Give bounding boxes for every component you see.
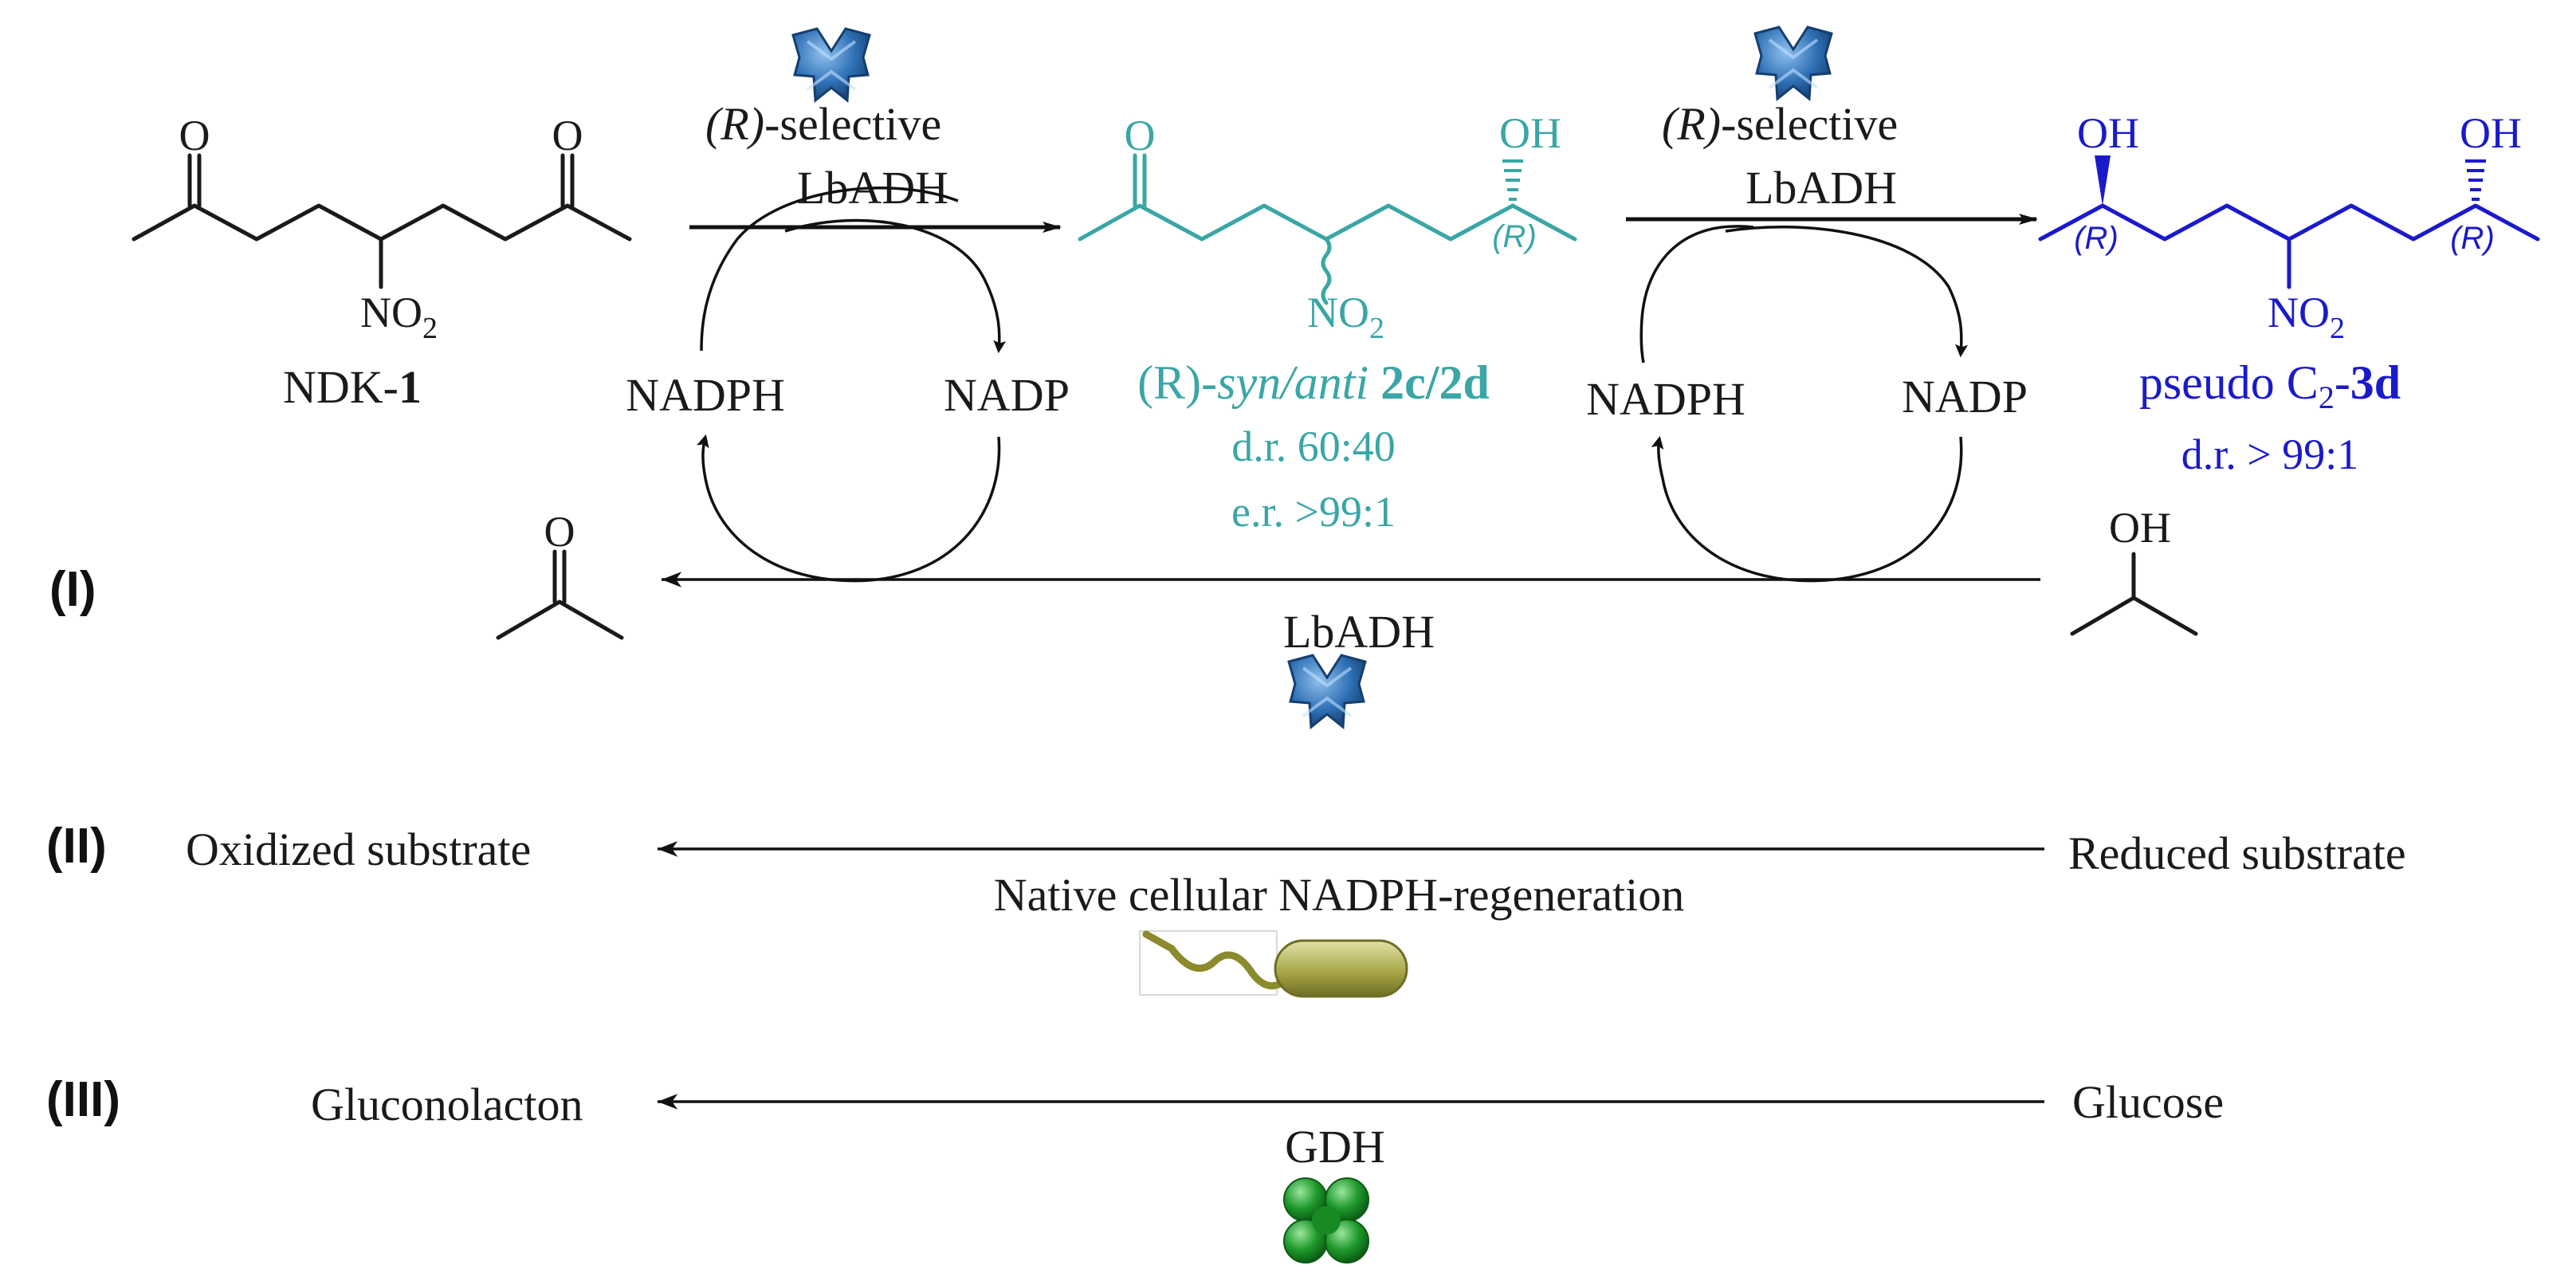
compound-label-ndk-1: NDK-1 — [283, 361, 422, 413]
step1-nadph-label: NADPH — [626, 369, 785, 421]
intermediate-hashed-wedge — [1502, 159, 1523, 201]
route-i-enzyme-label: LbADH — [1283, 606, 1435, 658]
route-ii-right-label: Reduced substrate — [2068, 827, 2406, 879]
ndk1-ketone-o-right: O — [552, 112, 583, 159]
product-hashed-wedge — [2465, 159, 2486, 201]
route-i-enzyme-icon — [1287, 654, 1367, 729]
bacterium-icon — [1139, 930, 1408, 998]
intermediate-dr: d.r. 60:40 — [1231, 422, 1396, 470]
step2-cycle-right-upper — [1725, 225, 1968, 358]
step2-cycle-lower — [1651, 435, 1963, 583]
step2-nadph-label: NADPH — [1586, 373, 1745, 425]
product-hydroxyl-right: OH — [2460, 109, 2522, 157]
step2-nadp-label: NADP — [1902, 371, 2028, 422]
route-ii-left-label: Oxidized substrate — [186, 823, 531, 875]
intermediate-hydroxyl: OH — [1499, 109, 1561, 157]
structure-acetone: O — [496, 508, 624, 640]
intermediate-stereo-r: (R) — [1492, 219, 1537, 254]
product-solid-wedge — [2095, 155, 2111, 206]
step2-enzyme-icon — [1753, 26, 1833, 100]
step1-selectivity-label: (R)-selective — [705, 98, 941, 150]
step2-selectivity-label: (R)-selective — [1662, 98, 1898, 150]
structure-ndk-1: O O NO2 — [132, 112, 632, 345]
label-route-iii: (III) — [46, 1072, 120, 1127]
label-route-i: (I) — [49, 562, 96, 617]
route-iii-left-label: Gluconolacton — [311, 1079, 583, 1130]
product-stereo-r-left: (R) — [2074, 221, 2119, 256]
ndk1-ketone-o-left: O — [179, 112, 210, 159]
structure-product-3d: OH OH (R) (R) NO2 — [2038, 109, 2540, 345]
intermediate-er: e.r. >99:1 — [1231, 488, 1396, 536]
product-dr: d.r. > 99:1 — [2181, 430, 2358, 478]
route-iii-right-label: Glucose — [2072, 1076, 2224, 1128]
structure-isopropanol: OH — [2070, 504, 2198, 636]
gdh-enzyme-icon — [1283, 1177, 1369, 1263]
product-nitro-group: NO2 — [2268, 289, 2345, 345]
route-iii-enzyme-label: GDH — [1285, 1121, 1385, 1173]
structure-intermediate-2c-2d: O OH (R) NO2 — [1078, 109, 1577, 345]
step1-nadp-label: NADP — [944, 369, 1070, 421]
compound-label-2c-2d: (R)-syn/anti 2c/2d — [1137, 356, 1490, 409]
product-stereo-r-right: (R) — [2450, 221, 2495, 256]
intermediate-nitro-group: NO2 — [1307, 289, 1384, 345]
step1-cycle-lower — [697, 434, 1001, 583]
ndk1-nitro-group: NO2 — [360, 289, 438, 345]
intermediate-ketone-o: O — [1125, 112, 1156, 159]
step1-cycle-right-upper — [784, 218, 1007, 354]
step1-cycle-left-upper — [700, 187, 959, 352]
step2-cycle-left-upper — [1639, 225, 1754, 363]
step2-enzyme-label: LbADH — [1745, 162, 1897, 214]
route-ii-caption: Native cellular NADPH-regeneration — [994, 869, 1684, 921]
product-hydroxyl-left: OH — [2077, 109, 2139, 157]
compound-label-3d: pseudo C2-3d — [2139, 356, 2401, 415]
isopropanol-hydroxyl: OH — [2109, 504, 2171, 552]
label-route-ii: (II) — [46, 819, 107, 874]
acetone-oxygen: O — [544, 508, 575, 556]
step1-enzyme-icon — [791, 27, 871, 102]
